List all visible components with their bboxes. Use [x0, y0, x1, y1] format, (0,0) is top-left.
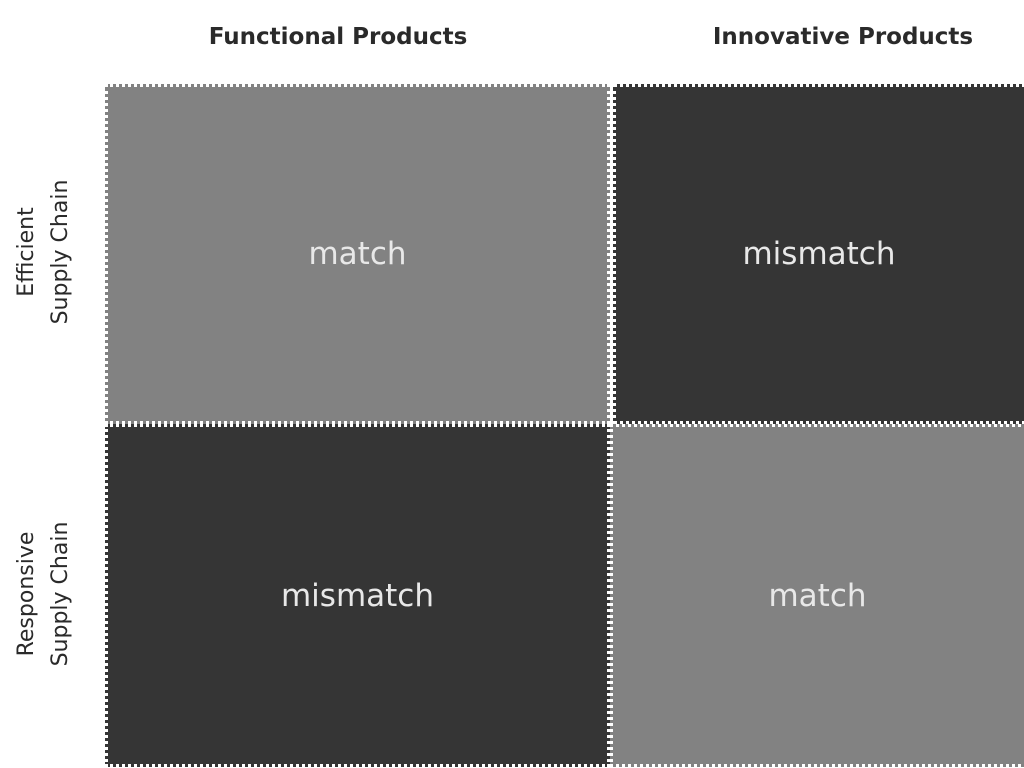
row-header-line: Responsive [14, 531, 39, 657]
row-header-efficient: Efficient Supply Chain [10, 82, 78, 422]
cell-label: match [308, 236, 407, 272]
cell-label: match [768, 577, 867, 614]
cell-efficient-innovative: mismatch [613, 84, 1024, 424]
cell-efficient-functional: match [105, 84, 610, 424]
row-header-line: Efficient [14, 207, 39, 297]
row-header-line: Supply Chain [48, 521, 73, 667]
column-header-functional: Functional Products [208, 24, 468, 50]
row-header-line: Supply Chain [48, 179, 73, 325]
cell-responsive-innovative: match [610, 424, 1024, 767]
column-header-innovative: Innovative Products [712, 24, 974, 50]
cell-label: mismatch [742, 236, 896, 272]
cell-responsive-functional: mismatch [105, 424, 610, 767]
cell-label: mismatch [280, 577, 434, 614]
row-header-responsive: Responsive Supply Chain [10, 424, 78, 764]
